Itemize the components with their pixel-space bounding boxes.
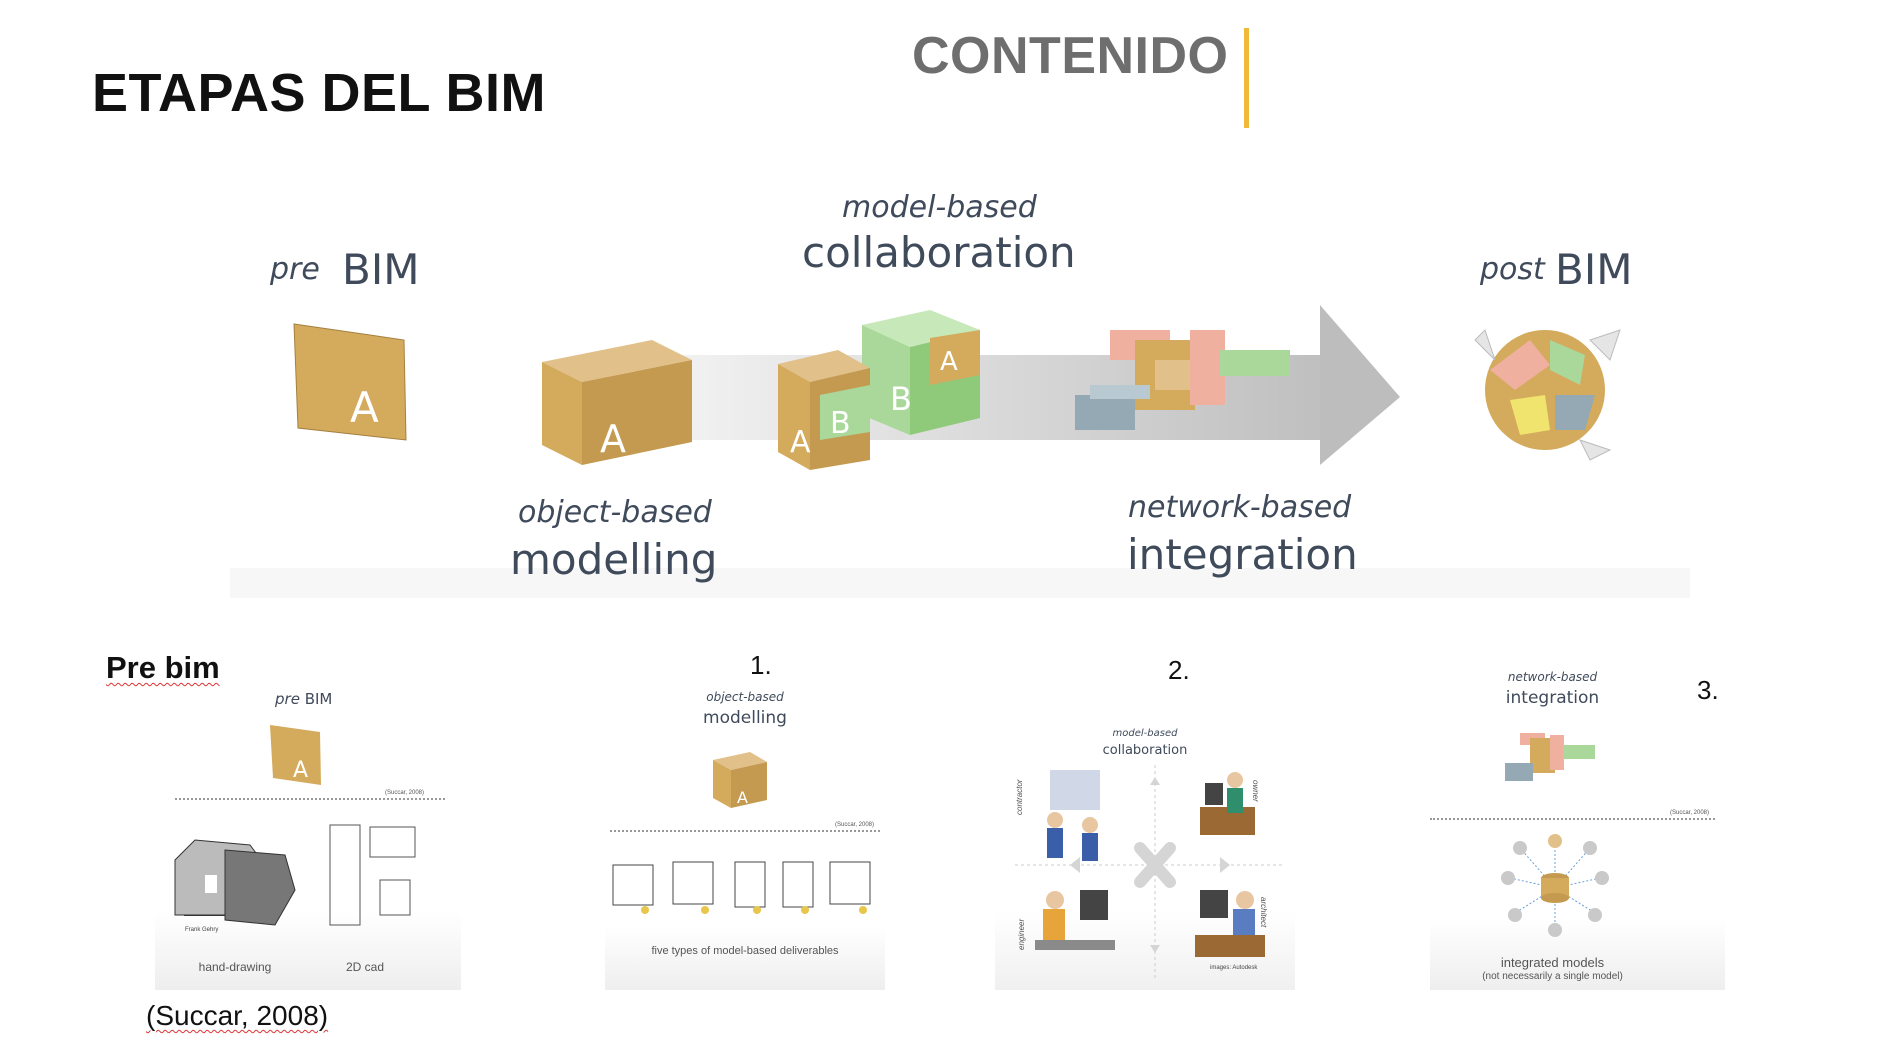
svg-text:A: A — [293, 758, 308, 783]
stage-2-small: model-based — [1112, 728, 1178, 739]
role-architect: architect — [1259, 897, 1268, 928]
progress-arrow — [650, 305, 1400, 465]
2d-cad-caption: 2D cad — [345, 960, 385, 974]
role-contractor: contractor — [1015, 779, 1024, 815]
stage-1-number: 1. — [750, 650, 772, 680]
role-owner: owner — [1251, 780, 1260, 802]
cube-letter: A — [600, 417, 626, 461]
hero-graphic: A A A B A B — [230, 305, 1690, 598]
collaboration-label: collaboration — [802, 228, 1076, 277]
block-letter: A — [790, 425, 811, 460]
pre-bim-thumb-sheet: A — [270, 725, 321, 785]
sheet-letter: A — [350, 383, 379, 432]
images-credit: images: Autodesk — [1210, 965, 1258, 971]
stage-3-small: network-based — [1507, 670, 1598, 684]
integrated-models-subcaption: (not necessarily a single model) — [1482, 971, 1623, 982]
sketch-credit: Frank Gehry — [185, 927, 219, 933]
model-based-label: model-based — [842, 190, 1037, 225]
post-bim-sphere — [1474, 329, 1621, 461]
svg-text:A: A — [737, 788, 748, 807]
stage-3-big: integration — [1505, 688, 1600, 708]
section-header: CONTENIDO — [912, 27, 1229, 85]
modelling-label: modelling — [510, 535, 718, 584]
pre-bim-panel: pre BIM A (Succar, 2008) Frank Gehry han… — [155, 690, 461, 990]
hand-drawing-caption: hand-drawing — [198, 960, 272, 974]
integrated-models-panel: integrated models (not necessarily a sin… — [1430, 833, 1725, 990]
pre-bim-image-panel: Frank Gehry hand-drawing 2D cad — [155, 815, 461, 990]
collaboration-blocks: A B A B — [778, 310, 980, 470]
post-bim-big: BIM — [1555, 245, 1633, 294]
engineer-figure — [1035, 890, 1115, 950]
slide-title: ETAPAS DEL BIM — [92, 63, 547, 123]
panel-source: (Succar, 2008) — [1670, 810, 1710, 816]
integrated-models-graphic — [1501, 834, 1609, 937]
post-bim-small: post — [1480, 252, 1545, 287]
deliverables-icons — [612, 861, 871, 914]
2d-cad-drawings — [329, 824, 416, 926]
pre-bim-title: Pre bim — [106, 650, 220, 685]
stage-2-big: collaboration — [1102, 743, 1188, 758]
stage-1-big: modelling — [703, 708, 787, 728]
object-cube: A — [542, 340, 692, 465]
panel-pre-big: BIM — [304, 690, 333, 708]
hand-drawing-sketch — [174, 824, 416, 926]
integrated-models-caption: integrated models — [1500, 955, 1605, 970]
deliverables-panel: five types of model-based deliverables — [605, 850, 885, 990]
integration-blocks — [1075, 330, 1290, 430]
block-letter: A — [940, 347, 958, 377]
citation: (Succar, 2008) — [146, 1000, 329, 1031]
network-based-label: network-based — [1128, 490, 1352, 525]
contractor-figure — [1047, 770, 1100, 861]
stage-1-small: object-based — [706, 690, 784, 704]
owner-figure — [1200, 772, 1255, 835]
integration-label: integration — [1127, 530, 1358, 579]
panel-divider — [610, 830, 880, 832]
panel-divider — [1430, 818, 1715, 820]
panel-source: (Succar, 2008) — [385, 790, 425, 796]
stage-3-number: 3. — [1697, 675, 1719, 705]
collaboration-graphic — [1015, 765, 1285, 980]
stage-2-number: 2. — [1168, 655, 1190, 685]
block-letter: B — [830, 406, 851, 441]
deliverables-caption: five types of model-based deliverables — [651, 945, 839, 957]
panel-pre-small: pre — [275, 690, 300, 708]
pre-bim-big: BIM — [342, 245, 420, 294]
stage-3-blocks — [1505, 733, 1595, 781]
stage-1-cube: A — [713, 752, 767, 808]
object-based-label: object-based — [518, 495, 712, 530]
pre-bim-small: pre — [270, 252, 320, 287]
stage-1-panel: object-based modelling A (Succar, 2008) … — [605, 690, 885, 990]
architect-figure — [1195, 890, 1265, 957]
stage-3-panel: network-based integration (Succar, 2008)… — [1430, 668, 1725, 990]
stage-2-panel: model-based collaboration contractor own… — [995, 725, 1295, 990]
bim-stages-diagram: A A A B A B — [230, 190, 1690, 600]
panel-divider — [175, 798, 445, 800]
header-accent-bar — [1244, 28, 1249, 128]
role-engineer: engineer — [1017, 918, 1026, 950]
pre-bim-sheet: A — [293, 323, 407, 441]
block-letter: B — [890, 380, 912, 418]
panel-source: (Succar, 2008) — [835, 822, 875, 828]
hero-base-shadow — [230, 568, 1690, 598]
